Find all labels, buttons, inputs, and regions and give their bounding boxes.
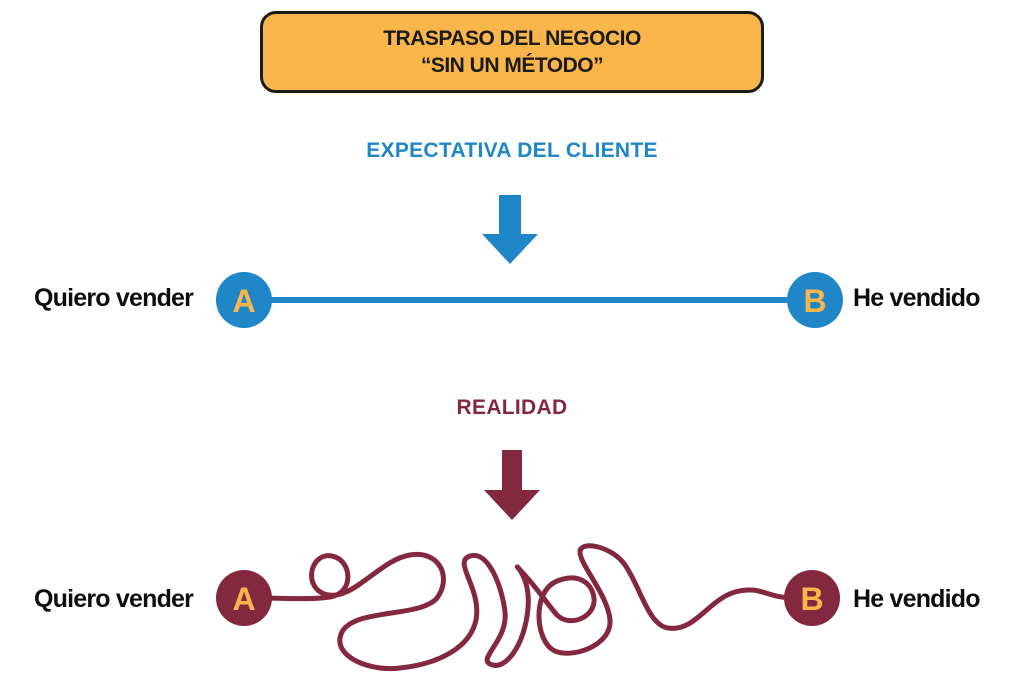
title-box: TRASPASO DEL NEGOCIO “SIN UN MÉTODO” [260,11,764,93]
expectation-end-label: He vendido [853,284,981,312]
expectation-start-label: Quiero vender [34,284,194,312]
reality-heading: REALIDAD [456,396,568,419]
expectation-node-b-letter: B [803,283,826,319]
expectation-node-a-letter: A [232,283,255,319]
expectation-node-a: A [216,272,272,328]
expectation-arrow-icon [482,195,538,264]
reality-tangled-path [259,543,795,672]
title-line-2: “SIN UN MÉTODO” [420,54,604,77]
reality-start-label: Quiero vender [34,585,194,613]
reality-node-b-letter: B [800,581,823,617]
reality-end-label: He vendido [853,585,981,613]
title-line-1: TRASPASO DEL NEGOCIO [383,27,641,50]
reality-node-b: B [784,570,840,626]
reality-node-a: A [216,570,272,626]
reality-arrow-icon [484,450,540,520]
expectation-heading: EXPECTATIVA DEL CLIENTE [366,139,658,162]
expectation-node-b: B [787,272,843,328]
reality-node-a-letter: A [232,581,255,617]
